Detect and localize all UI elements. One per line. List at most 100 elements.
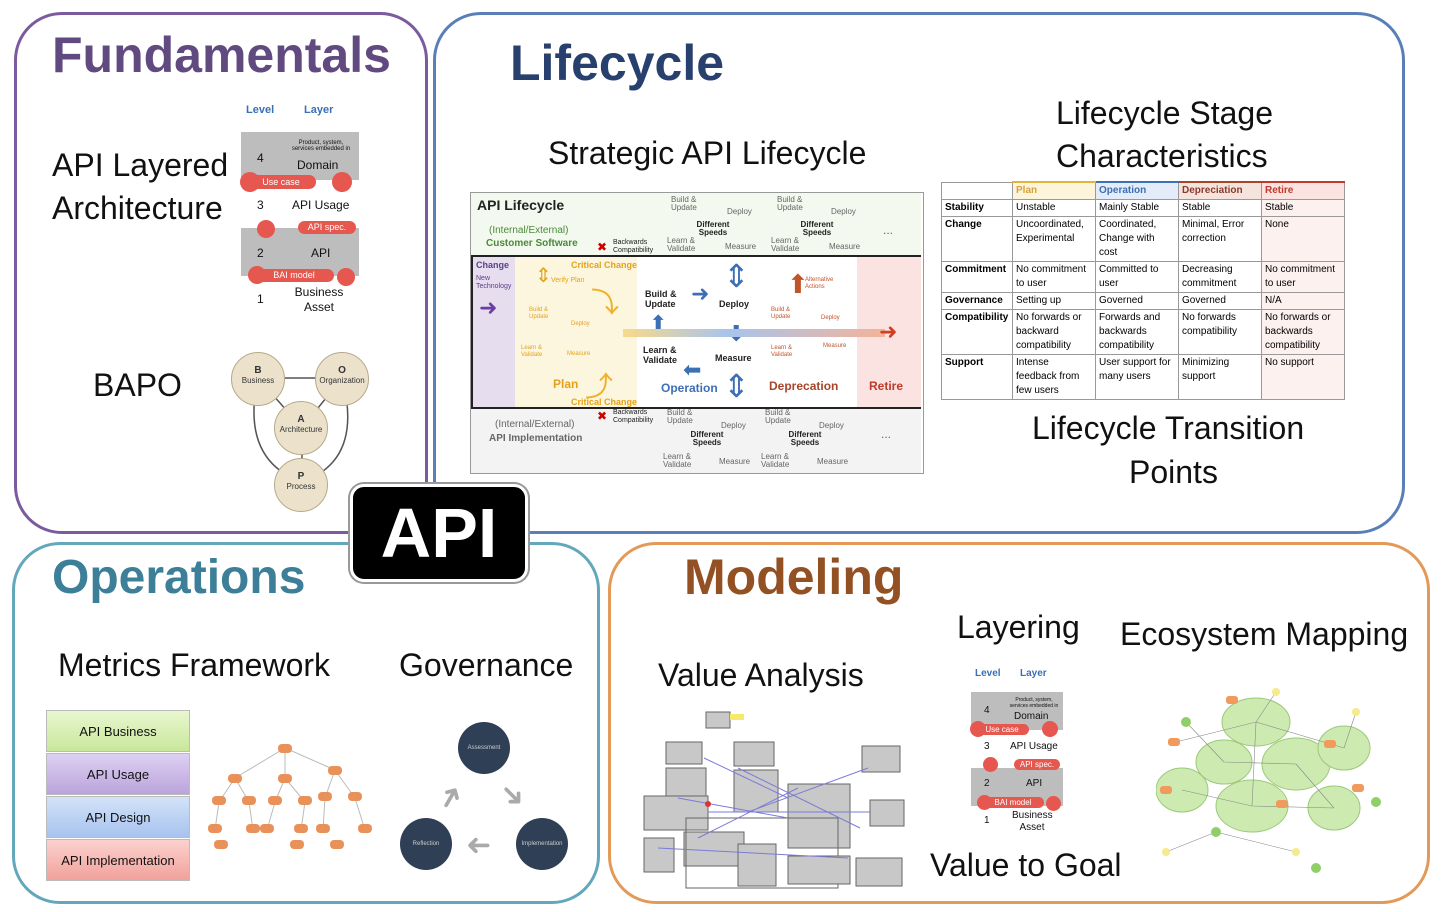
layered-architecture-label-2: Architecture [52,190,223,226]
deploy-label: Deploy [727,207,752,216]
deploy-label: Deploy [721,421,746,430]
curved-arrow-icon: ⤵ [591,287,620,318]
ecosystem-map [1156,688,1381,873]
table-header-cell [941,181,1013,200]
layer-name: Domain [297,158,339,172]
bai-model-pill: BAI model [254,269,334,282]
deploy-label: Deploy [831,207,856,216]
table-cell: No forwards or backward compatibility [1012,309,1096,355]
backwards-compat-label: Backwards Compatibility [613,409,654,424]
table-cell: No forwards or backwards compatibility [1261,309,1345,355]
bapo-label: BAPO [93,367,182,403]
table-row-header: Change [941,216,1013,262]
tree-node [212,796,226,805]
build-update-label: Build & Update [765,408,791,425]
transition-points-label-2: Points [1129,454,1218,490]
ecosystem-mapping-label: Ecosystem Mapping [1120,616,1409,652]
layer-header: Layer [1020,668,1047,679]
tree-node [316,824,330,833]
tree-node [242,796,256,805]
strategic-lifecycle-diagram: API Lifecycle (Internal/External) Custom… [470,192,924,474]
table-cell: Setting up [1012,292,1096,310]
ellipsis: ... [883,223,894,237]
node-dot [977,795,992,810]
layering-label: Layering [957,609,1080,645]
deploy-label: Deploy [819,421,844,430]
customer-software-band: API Lifecycle (Internal/External) Custom… [471,193,921,256]
different-speeds-label: Different Speeds [690,430,724,447]
table-cell: Minimal, Error correction [1178,216,1262,262]
table-header-cell: Plan [1012,181,1096,200]
table-cell: No commitment to user [1261,261,1345,293]
table-cell: Stable [1261,199,1345,217]
tree-node [268,796,282,805]
build-update-label: Build & Update [667,408,693,425]
table-header-cell: Retire [1261,181,1345,200]
stage-characteristics-label-1: Lifecycle Stage [1056,95,1274,131]
plan-label: Plan [553,377,579,391]
table-header-cell: Operation [1095,181,1179,200]
measure-label: Measure [715,353,752,363]
measure-label: Measure [829,242,861,251]
metrics-framework-label: Metrics Framework [58,647,331,683]
table-row-header: Stability [941,199,1013,217]
level-number: 1 [257,292,264,306]
measure-label: Measure [567,351,591,357]
node-dot [1042,721,1058,737]
assessment-node: Assessment [458,722,510,774]
right-arrow-icon: ➜ [691,281,710,306]
level-number: 4 [984,705,990,716]
curved-arrow-icon: ⤴ [585,371,614,402]
up-arrow-icon: ⬆ [787,269,809,299]
table-cell: Uncoordinated, Experimental [1012,216,1096,262]
layered-architecture-label-1: API Layered [52,147,229,183]
tree-node [328,766,342,775]
new-technology-label: New Technology [476,275,512,290]
level-number: 2 [984,778,990,789]
implementation-sub-1: (Internal/External) [495,419,575,430]
tree-node [298,796,312,805]
metric-design: API Design [46,796,190,838]
implementation-sub-2: API Implementation [489,433,583,444]
node-dot [983,757,998,772]
build-update-label: Build & Update [777,195,803,212]
tree-node [260,824,274,833]
operation-label: Operation [661,381,718,395]
value-analysis-label: Value Analysis [658,657,864,693]
tree-node [208,824,222,833]
cross-icon: ✖ [597,409,608,423]
layer-note: Product, system, services embedded in [1009,697,1059,709]
up-down-arrow-icon: ⇕ [723,368,750,404]
table-row-header: Compatibility [941,309,1013,355]
build-update-label: Build & Update [671,195,697,212]
level-header: Level [975,668,1001,679]
stage-characteristics-label-2: Characteristics [1056,138,1268,174]
learn-validate-label: Learn & Validate [771,236,800,253]
deprecation-label: Deprecation [769,379,839,393]
right-arrow-icon: ➜ [479,295,498,320]
table-cell: Committed to user [1095,261,1179,293]
learn-validate-label: Learn & Validate [521,345,543,358]
tree-node [358,824,372,833]
table-row-header: Governance [941,292,1013,310]
governance-label: Governance [399,647,574,683]
table-cell: Forwards and backwards compatibility [1095,309,1179,355]
table-cell: Mainly Stable [1095,199,1179,217]
change-label: Change [476,260,510,270]
tree-node [330,840,344,849]
critical-change-label: Critical Change [571,397,638,407]
node-dot [240,172,260,192]
node-dot [332,172,352,192]
tree-node [348,792,362,801]
layer-name: Business Asset [294,285,344,314]
level-header: Level [246,104,275,116]
table-cell: Unstable [1012,199,1096,217]
table-cell: N/A [1261,292,1345,310]
verify-plan-label: Verify Plan [551,277,585,284]
table-cell: No support [1261,354,1345,400]
layer-name: Business Asset [1012,810,1053,833]
api-spec-pill: API spec. [298,221,356,234]
tree-node [318,792,332,801]
